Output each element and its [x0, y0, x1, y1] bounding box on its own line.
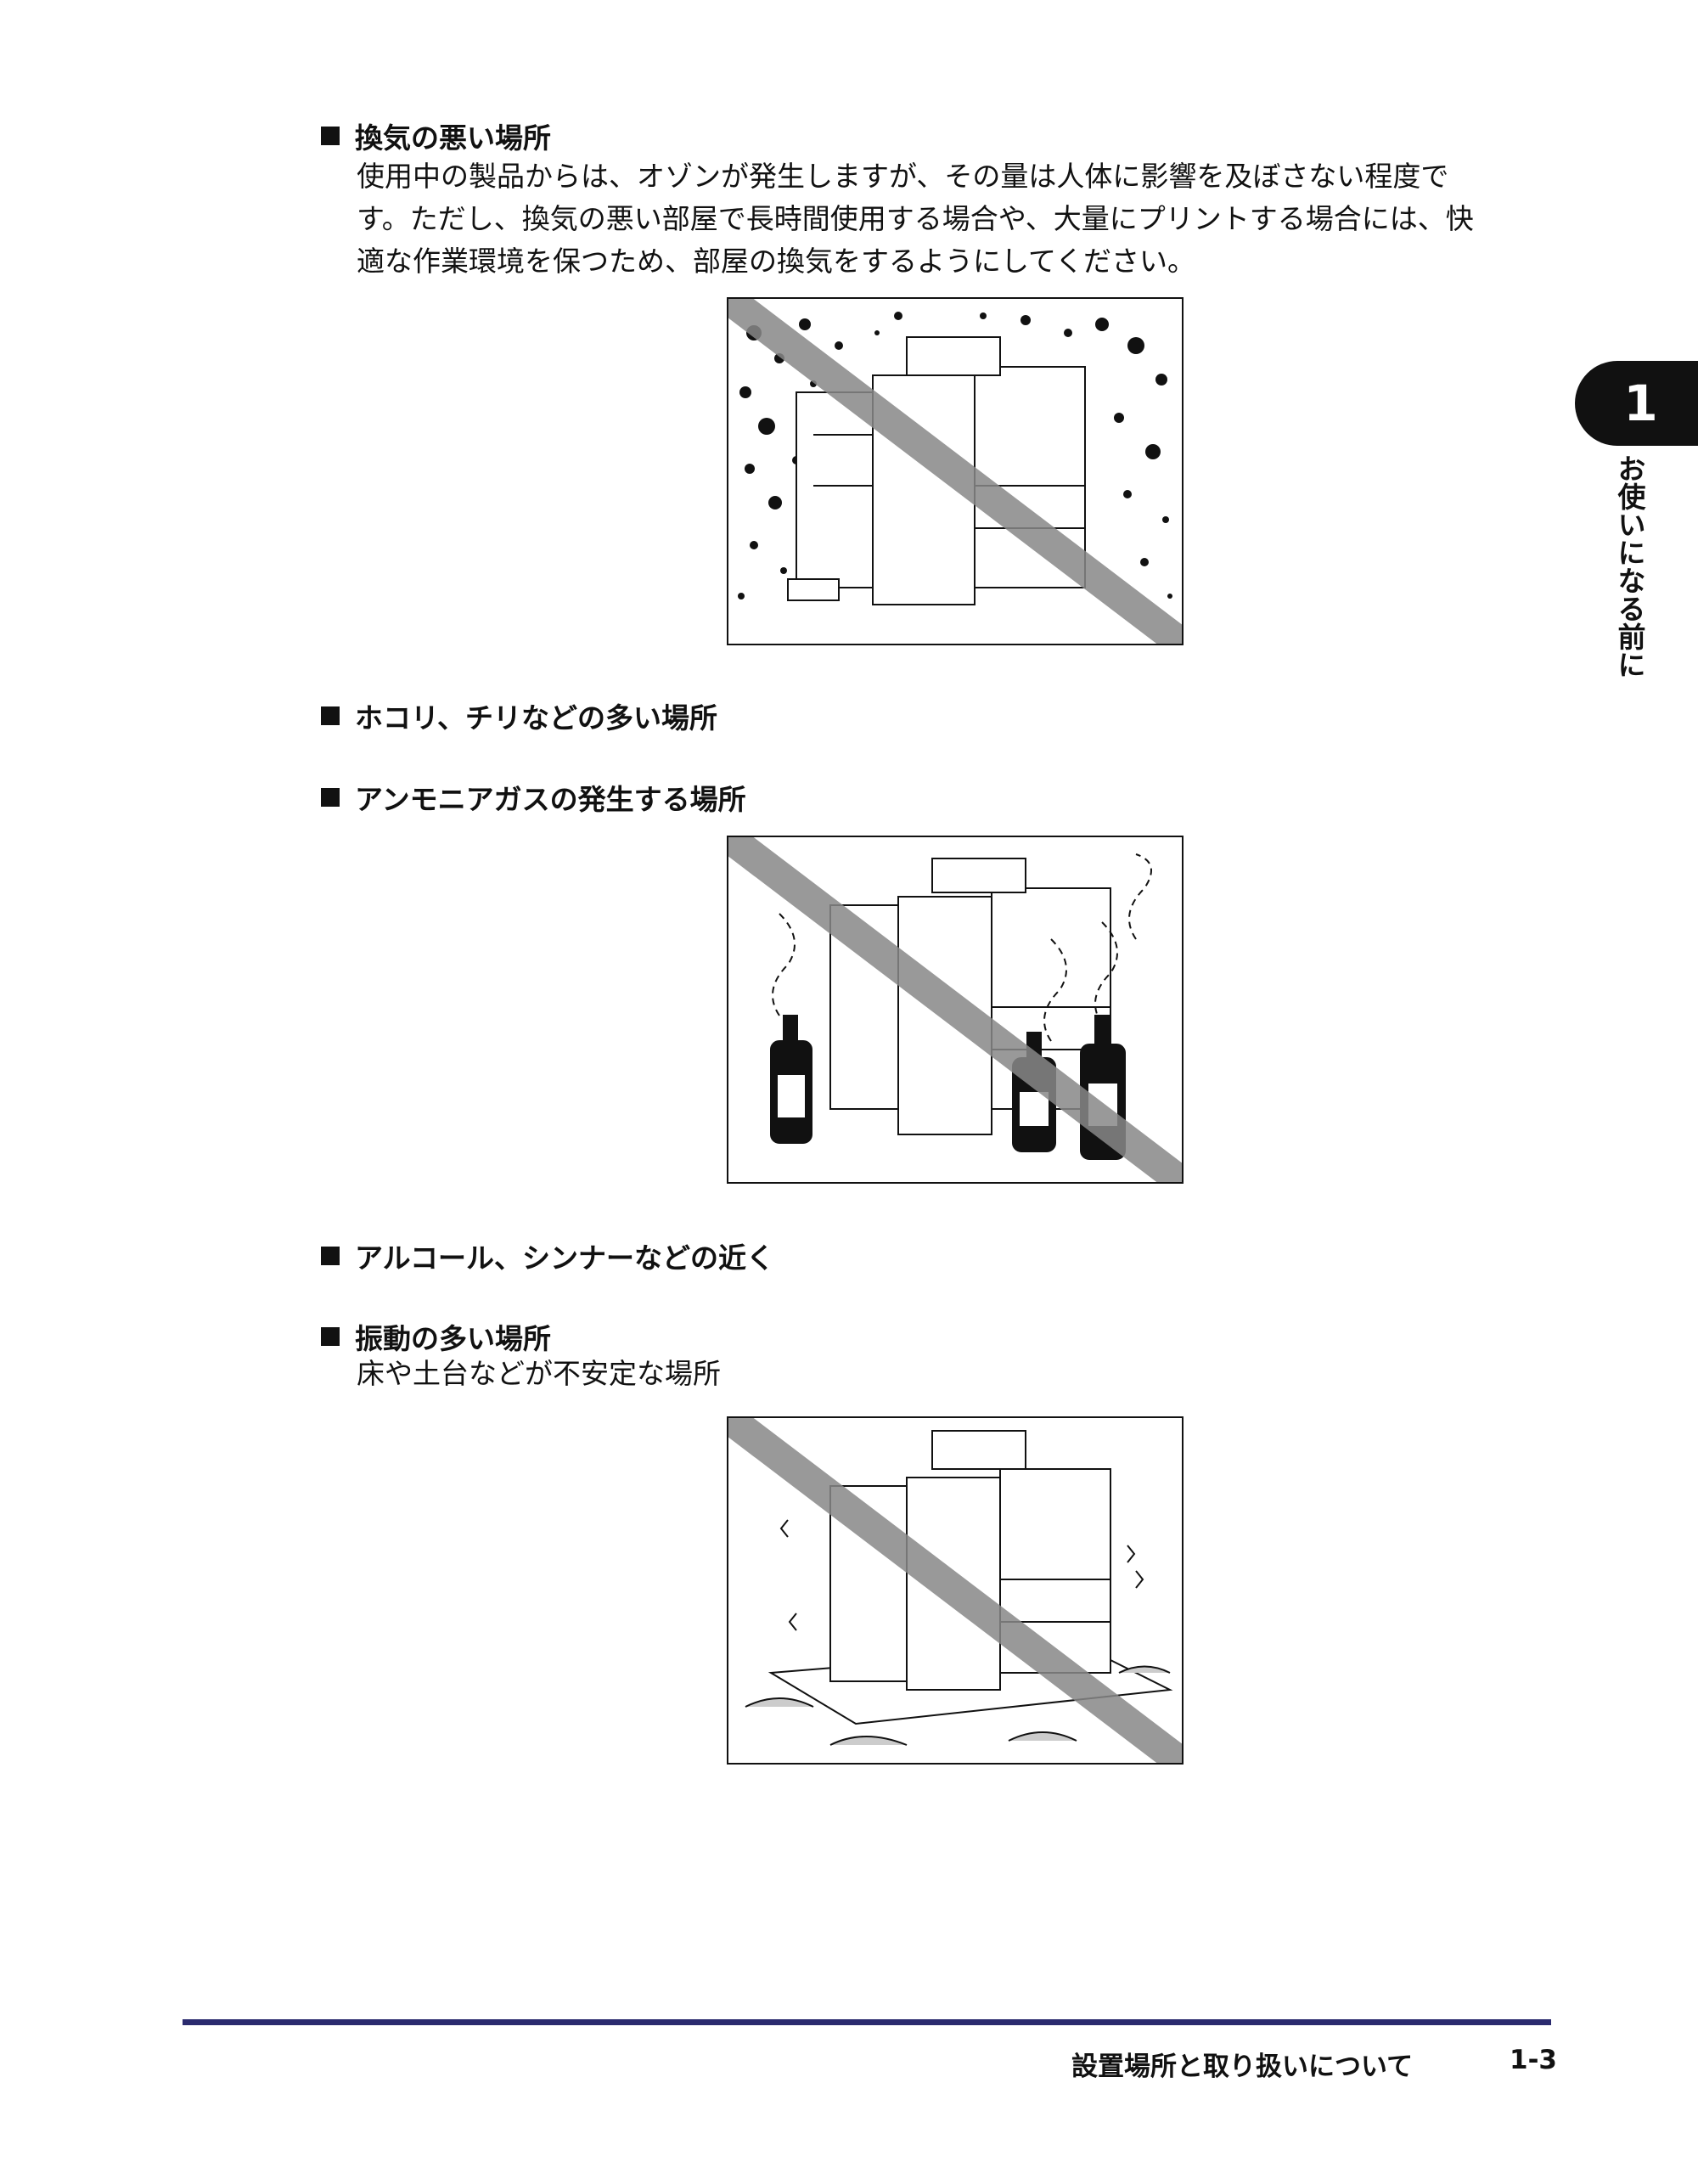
square-bullet-icon — [321, 127, 340, 145]
section-body-ventilation: 使用中の製品からは、オゾンが発生しますが、その量は人体に影響を及ぼさない程度で … — [357, 155, 1474, 283]
body-line: 床や土台などが不安定な場所 — [357, 1357, 721, 1390]
printer-vibration-illustration — [727, 1416, 1184, 1765]
body-line: 適な作業環境を保つため、部屋の換気をするようにしてください。 — [357, 245, 1196, 278]
vibration-lines — [779, 1519, 1144, 1631]
chapter-title: お使いになる前に — [1613, 454, 1646, 678]
ground-shapes — [745, 1665, 1171, 1746]
section-heading-alcohol: アルコール、シンナーなどの近く — [321, 1236, 774, 1276]
section-body-vibration: 床や土台などが不安定な場所 — [357, 1353, 721, 1395]
square-bullet-icon — [321, 1247, 340, 1265]
footer-rule — [183, 2019, 1551, 2025]
section-heading-vibration: 振動の多い場所 — [321, 1316, 551, 1357]
square-bullet-icon — [321, 1327, 340, 1346]
section-heading-ammonia: アンモニアガスの発生する場所 — [321, 777, 746, 818]
heading-text: ホコリ、チリなどの多い場所 — [355, 701, 718, 735]
body-line: す。ただし、換気の悪い部屋で長時間使用する場合や、大量にプリントする場合には、快 — [357, 202, 1474, 235]
heading-text: 換気の悪い場所 — [355, 121, 551, 155]
square-bullet-icon — [321, 706, 340, 725]
section-heading-dust: ホコリ、チリなどの多い場所 — [321, 695, 717, 736]
chapter-tab: 1 — [1575, 361, 1698, 446]
square-bullet-icon — [321, 788, 340, 807]
printer-ammonia-illustration — [727, 836, 1184, 1184]
prohibition-stripe — [728, 299, 1182, 644]
fume-lines — [772, 853, 1152, 1042]
printer-dusty-room-illustration — [727, 297, 1184, 645]
printer-drawing — [829, 1430, 1111, 1691]
footer-title: 設置場所と取り扱いについて — [1071, 2052, 1414, 2082]
prohibition-stripe — [728, 837, 1182, 1182]
chapter-number: 1 — [1623, 374, 1658, 432]
page-number: 1-3 — [1510, 2045, 1558, 2075]
dust-specks — [738, 312, 1172, 599]
heading-text: アルコール、シンナーなどの近く — [355, 1241, 775, 1275]
heading-text: 振動の多い場所 — [355, 1322, 551, 1355]
prohibition-stripe — [728, 1418, 1182, 1763]
section-heading-ventilation: 換気の悪い場所 — [321, 115, 551, 156]
heading-text: アンモニアガスの発生する場所 — [355, 783, 746, 816]
body-line: 使用中の製品からは、オゾンが発生しますが、その量は人体に影響を及ぼさない程度で — [357, 160, 1449, 193]
